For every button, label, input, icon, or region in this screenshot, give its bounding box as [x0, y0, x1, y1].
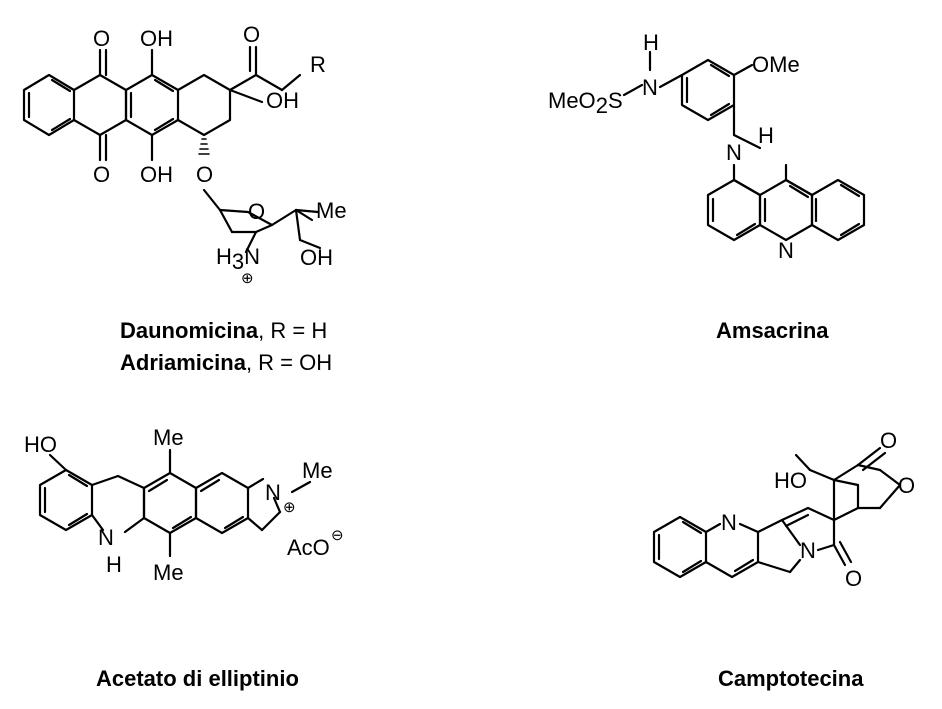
atom-label-N: N	[778, 238, 794, 263]
atom-label-H: H	[106, 552, 122, 577]
atom-label-O: O	[93, 162, 110, 187]
atom-label-O: O	[93, 26, 110, 51]
atom-label-N: N	[642, 75, 658, 100]
atom-label-N: N	[265, 480, 281, 505]
caption-amsacrina: Amsacrina	[716, 318, 829, 344]
atom-label-N: N	[800, 538, 816, 563]
atom-label-HO: HO	[774, 468, 807, 493]
charge-plus: ⊕	[241, 270, 254, 287]
daunomicina-structure: O OH O OH O R OH O O Me OH H3N ⊕	[22, 22, 347, 287]
atom-label-Me: Me	[302, 458, 333, 483]
atom-label-N: N	[98, 525, 114, 550]
atom-label-N: N	[726, 140, 742, 165]
compound-substituent: , R = H	[258, 318, 328, 343]
atom-label-O: O	[243, 22, 260, 47]
compound-name: Daunomicina	[120, 318, 259, 343]
atom-label-O: O	[898, 473, 915, 498]
caption-adriamicina: Adriamicina, R = OH	[120, 350, 332, 376]
caption-camptotecina: Camptotecina	[718, 666, 863, 692]
compound-name: Camptotecina	[718, 666, 864, 691]
atom-label-O: O	[880, 428, 897, 453]
atom-label-OH: OH	[300, 245, 333, 270]
atom-label-O: O	[845, 566, 862, 591]
atom-label-O: O	[248, 199, 265, 224]
atom-label-H3N: H3N	[216, 244, 260, 274]
atom-label-OH: OH	[266, 88, 299, 113]
hashed-bond	[198, 138, 210, 155]
charge-minus: ⊖	[331, 527, 344, 544]
atom-label-OH: OH	[140, 162, 173, 187]
compound-name: Adriamicina	[120, 350, 246, 375]
caption-daunomicina: Daunomicina, R = H	[120, 318, 327, 344]
atom-label-Me: Me	[153, 560, 184, 585]
compound-substituent: , R = OH	[245, 350, 333, 375]
atom-label-H: H	[758, 123, 774, 148]
atom-label-Me: Me	[153, 425, 184, 450]
atom-label-H: H	[643, 30, 659, 55]
atom-label-OH: OH	[140, 26, 173, 51]
compound-name: Acetato di elliptinio	[96, 666, 299, 691]
atom-label-N: N	[721, 510, 737, 535]
atom-label-AcO: AcO	[287, 535, 330, 560]
atom-label-MeO2S: MeO2S	[548, 88, 623, 118]
amsacrina-structure: H N MeO2S OMe N H N	[548, 30, 866, 263]
compound-name: Amsacrina	[716, 318, 829, 343]
atom-label-HO: HO	[24, 432, 57, 457]
camptotecina-structure: N N O O O HO	[652, 428, 915, 591]
atom-label-Me: Me	[316, 198, 347, 223]
atom-label-O: O	[196, 162, 213, 187]
caption-ellipticine: Acetato di elliptinio	[96, 666, 299, 692]
atom-label-OMe: OMe	[752, 52, 800, 77]
ellipticine-structure: HO N H Me Me N ⊕ Me AcO ⊖	[24, 425, 344, 585]
atom-label-R: R	[310, 52, 326, 77]
charge-plus: ⊕	[283, 499, 296, 516]
